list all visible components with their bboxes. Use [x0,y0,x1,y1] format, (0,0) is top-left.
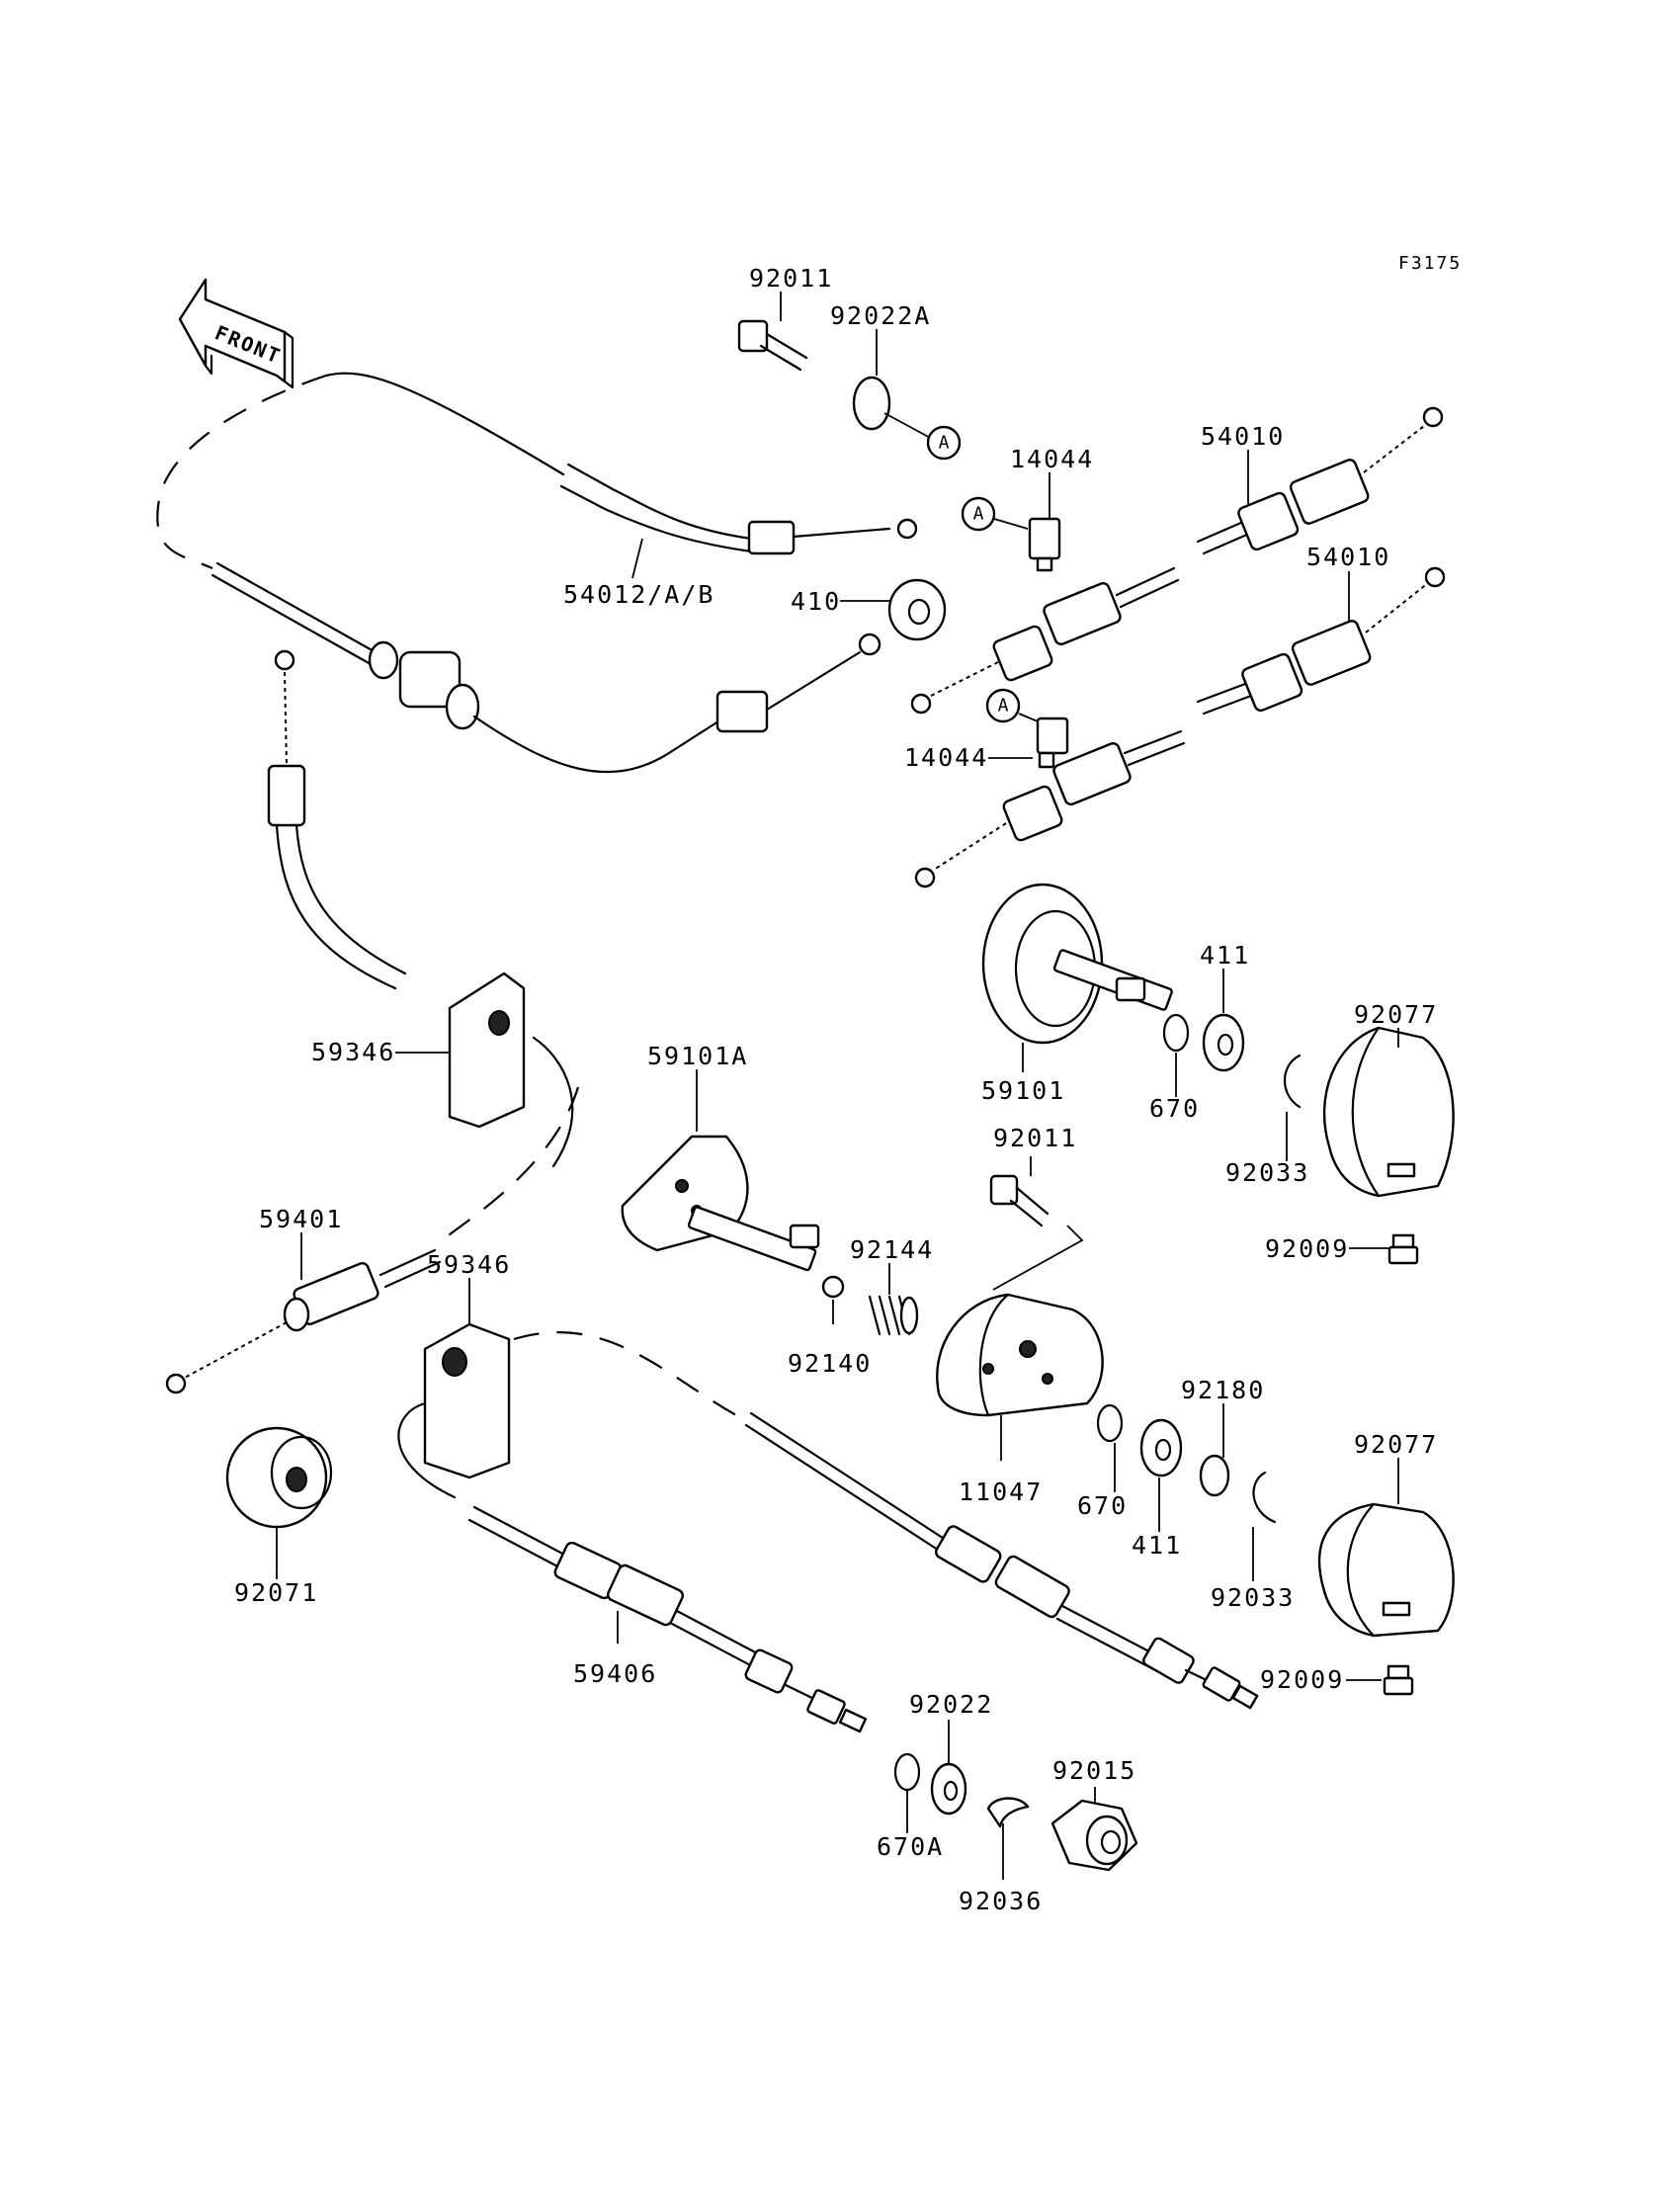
leader-lines [276,292,1399,1880]
pulley-59101 [981,883,1173,1045]
label-411-top: 411 [1200,941,1250,970]
eclip-92033-bot [1252,1471,1277,1524]
label-410: 410 [791,587,841,616]
screw-92009-bot [1383,1664,1414,1696]
label-92033-top: 92033 [1225,1158,1309,1187]
label-92033-bot: 92033 [1211,1583,1295,1612]
label-54010-top: 54010 [1201,422,1285,451]
washer-92180 [1199,1454,1230,1497]
label-14044-mid: 14044 [904,743,988,772]
label-59401: 59401 [259,1205,343,1233]
front-arrow-icon: FRONT [178,278,294,389]
label-92009-top: 92009 [1265,1234,1349,1263]
bolt-92011-top [737,319,808,372]
label-411-bot: 411 [1132,1531,1182,1560]
label-92011-top: 92011 [749,264,833,293]
label-59346-mid: 59346 [427,1250,511,1279]
washer-411-bot [1139,1418,1183,1478]
label-54012: 54012/A/B [563,580,714,609]
oring-670-top [1162,1013,1190,1053]
label-11047: 11047 [959,1478,1043,1506]
washer-92022 [930,1762,967,1816]
nut-92015 [1050,1799,1138,1872]
label-92015: 92015 [1052,1756,1136,1785]
svg-text:A: A [973,504,984,525]
label-92077-top: 92077 [1354,1000,1438,1029]
label-92036: 92036 [959,1887,1043,1915]
callout-a-1 [926,425,962,461]
washer-411-top [1202,1013,1245,1072]
label-670-top: 670 [1149,1094,1200,1123]
roller-92071 [225,1426,333,1529]
spring-92144 [868,1295,919,1336]
label-670-mid: 670 [1077,1491,1128,1520]
oring-670A [893,1752,921,1792]
cable-59401 [165,1248,442,1394]
washer-92022A [852,376,891,431]
part-labels: 92011 92022A 14044 54010 54010 54012/A/B… [234,264,1438,1915]
clip-92036 [986,1797,1030,1828]
label-92071: 92071 [234,1578,318,1607]
ball-92140 [821,1275,845,1299]
clip-14044-top: A [961,496,1061,572]
label-92009-bot: 92009 [1260,1665,1344,1694]
screw-92009-top [1387,1233,1419,1265]
svg-text:A: A [939,433,950,454]
eclip-92033-top [1284,1054,1302,1109]
clip-14044-mid: A [985,688,1069,769]
label-59406: 59406 [573,1659,657,1688]
svg-text:A: A [998,696,1009,717]
cushion-59346-left [448,972,574,1168]
cable-54012 [156,372,918,774]
label-14044-top: 14044 [1010,445,1094,473]
cable-long-lower [744,1411,1259,1710]
label-92022A: 92022A [830,301,931,330]
cable-54010-upper [910,406,1444,715]
plate-11047 [936,1293,1104,1417]
oring-670-mid [1096,1403,1124,1443]
cap-92077-bot [1317,1502,1455,1638]
diagram-code: F3175 [1398,253,1462,274]
cable-54010-lower [914,566,1446,888]
cushion-59346-mid [397,1322,511,1499]
label-59346-left: 59346 [311,1038,395,1066]
label-92140: 92140 [788,1349,872,1378]
label-92022: 92022 [909,1690,993,1719]
label-92180: 92180 [1181,1376,1265,1404]
label-59101: 59101 [981,1076,1065,1105]
label-670A: 670A [877,1832,944,1861]
cable-59406 [467,1505,868,1733]
label-92011-mid: 92011 [993,1124,1077,1152]
washer-410 [887,578,947,641]
label-59101A: 59101A [647,1042,748,1070]
label-54010-mid: 54010 [1306,543,1390,571]
lever-59101A [621,1135,820,1272]
bolt-92011-mid [989,1174,1050,1227]
cable-vertical-left [267,649,407,990]
cap-92077-top [1322,1026,1455,1198]
label-92077-bot: 92077 [1354,1430,1438,1459]
label-92144: 92144 [850,1235,934,1264]
